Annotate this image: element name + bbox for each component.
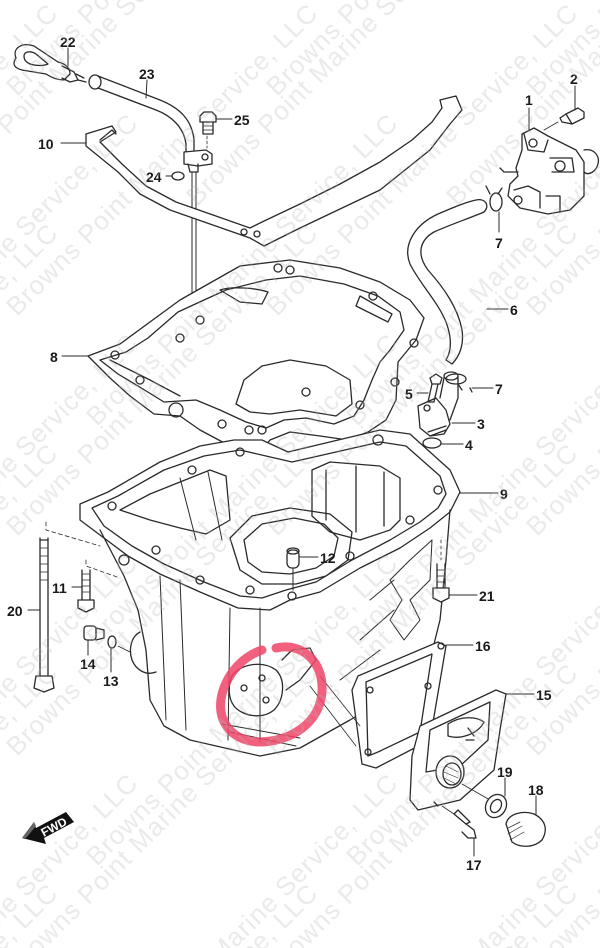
callout-16: 16: [475, 638, 491, 654]
bolt-part-20: [33, 521, 101, 693]
callout-8: 8: [50, 349, 58, 365]
callout-21: 21: [479, 588, 495, 604]
callout-20: 20: [7, 603, 23, 619]
gasket-part-8: [87, 259, 425, 453]
callout-25: 25: [234, 112, 250, 128]
clip-part-7-mid: [445, 373, 473, 393]
callout-3: 3: [477, 416, 485, 432]
hose-part-6: [407, 199, 488, 365]
callout-22: 22: [60, 34, 76, 50]
plug-part-18: [505, 811, 546, 847]
bolt-part-2: [543, 107, 585, 131]
callout-7: 7: [495, 235, 503, 251]
callout-24: 24: [146, 169, 162, 185]
callout-2: 2: [570, 71, 578, 87]
o-ring-part-4: [422, 437, 442, 449]
highlight-circle: [216, 642, 327, 747]
callout-11: 11: [52, 580, 67, 596]
seal-strip-part-10: [85, 95, 463, 247]
bolt-part-21: [432, 539, 450, 603]
callout-23: 23: [139, 66, 155, 82]
seal-part-19: [484, 793, 508, 819]
callout-6: 6: [510, 302, 518, 318]
cover-part-15: [409, 689, 507, 811]
callout-13: 13: [103, 673, 119, 689]
dipstick-part-22: [13, 44, 87, 83]
callout-17: 17: [466, 857, 482, 873]
bolt-part-11: [77, 559, 121, 613]
callout-4: 4: [465, 437, 473, 453]
callout-1: 1: [525, 92, 533, 108]
washer-part-24: [171, 171, 185, 181]
callout-19: 19: [497, 764, 513, 780]
fwd-arrow-icon: FWD: [22, 812, 74, 844]
leader-lines: [27, 47, 576, 857]
bolt-part-25: [199, 111, 217, 149]
callout-12: 12: [320, 550, 336, 566]
callout-10: 10: [38, 136, 54, 152]
bolt-part-17: [441, 805, 477, 839]
bolt-part-5: [427, 373, 443, 403]
oil-pan-part-9: [79, 429, 461, 757]
housing-part-1: [499, 127, 600, 215]
callout-14: 14: [80, 656, 96, 672]
callout-15: 15: [536, 687, 552, 703]
plug-part-14: [83, 625, 105, 641]
clip-part-7-upper: [485, 185, 503, 212]
washer-part-13: [107, 635, 117, 649]
callout-5: 5: [405, 386, 413, 402]
callout-9: 9: [500, 486, 508, 502]
callout-7: 7: [495, 381, 503, 397]
fitting-part-3: [417, 371, 459, 437]
callout-18: 18: [528, 782, 544, 798]
